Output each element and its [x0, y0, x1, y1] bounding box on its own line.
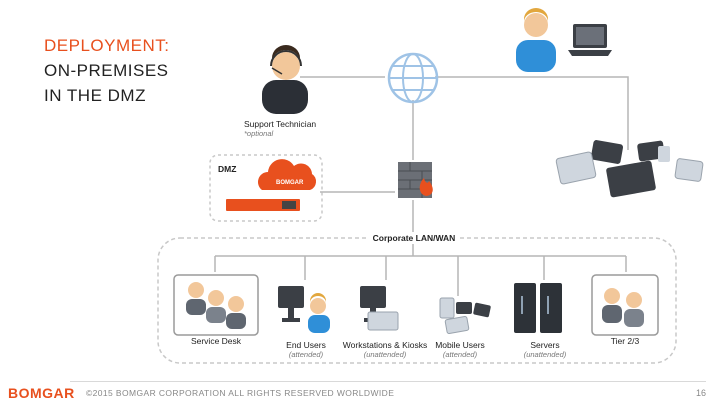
title-line-1: DEPLOYMENT:	[44, 36, 170, 55]
tier-label: Tier 2/3	[611, 336, 640, 346]
appliance-icon	[226, 199, 300, 211]
servers-icon	[514, 283, 562, 333]
lan-label-bg	[368, 232, 460, 244]
support-technician-sub: *optional	[244, 129, 274, 138]
end-users-icon	[278, 286, 330, 333]
workstations-label: Workstations & Kiosks	[343, 340, 427, 350]
title-line-3: IN THE DMZ	[44, 86, 146, 105]
footer: BOMGAR ©2015 BOMGAR CORPORATION ALL RIGH…	[0, 381, 720, 405]
servers-label: Servers	[530, 340, 559, 350]
cloud-brand-label: BOMGAR	[276, 180, 304, 186]
bomgar-logo: BOMGAR	[8, 385, 75, 401]
support-technician-icon	[262, 45, 308, 114]
remote-user-icon	[516, 8, 556, 72]
tier-icon	[591, 274, 659, 336]
end-users-label: End Users	[286, 340, 326, 350]
support-technician-label: Support Technician	[244, 119, 316, 129]
firewall-icon	[398, 162, 433, 198]
dmz-label: DMZ	[218, 164, 236, 174]
service-desk-label: Service Desk	[191, 336, 242, 346]
connector-lines	[214, 76, 629, 296]
mobile-devices-icon	[555, 140, 704, 198]
mobile-users-icon	[439, 297, 491, 334]
mobile-users-label: Mobile Users	[435, 340, 485, 350]
slide-title: DEPLOYMENT: ON-PREMISES IN THE DMZ	[44, 33, 169, 108]
title-line-2: ON-PREMISES	[44, 61, 169, 80]
corporate-lan-box	[157, 237, 677, 364]
service-desk-icon	[173, 274, 259, 336]
laptop-icon	[568, 24, 612, 56]
dmz-box	[209, 154, 323, 222]
servers-sub: (unattended)	[524, 350, 567, 359]
cloud-icon	[258, 159, 317, 190]
workstations-icon	[360, 286, 399, 331]
corporate-lan-label: Corporate LAN/WAN	[373, 233, 456, 243]
workstations-sub: (unattended)	[364, 350, 407, 359]
page-number: 16	[695, 388, 706, 398]
mobile-users-sub: (attended)	[443, 350, 478, 359]
footer-divider	[70, 381, 706, 382]
end-users-sub: (attended)	[289, 350, 324, 359]
globe-icon	[387, 52, 439, 104]
copyright-text: ©2015 BOMGAR CORPORATION ALL RIGHTS RESE…	[86, 388, 395, 398]
